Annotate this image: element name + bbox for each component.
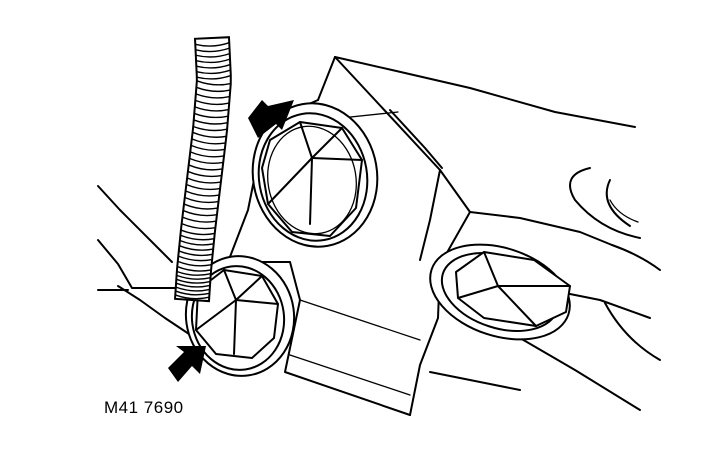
lower-bolt — [184, 255, 296, 377]
harness-rib — [180, 229, 215, 236]
harness-rib — [196, 80, 231, 86]
harness-rib — [179, 245, 214, 251]
figure-reference-code: M41 7690 — [104, 398, 184, 417]
harness-rib — [186, 183, 221, 191]
harness-rib — [175, 282, 211, 288]
harness-rib — [177, 260, 212, 267]
harness-rib — [175, 286, 210, 292]
harness-rib — [188, 164, 223, 171]
harness-rib — [182, 216, 217, 223]
harness-rib — [189, 151, 225, 158]
harness-rib — [180, 234, 215, 241]
harness-rib — [193, 119, 228, 125]
harness-rib — [194, 112, 229, 119]
harness-rib — [195, 93, 230, 99]
harness-rib — [181, 222, 216, 230]
harness-rib — [196, 69, 231, 75]
harness-rib — [196, 86, 231, 93]
harness-rib — [178, 250, 213, 257]
harness-rib — [177, 265, 212, 272]
harness-rib — [184, 196, 219, 204]
harness-rib — [178, 255, 213, 262]
harness-rib — [195, 99, 230, 106]
harness-rib — [195, 58, 231, 64]
upper-bolt — [251, 102, 379, 248]
harness-rib — [175, 290, 210, 296]
harness-rib — [196, 74, 232, 80]
harness-rib — [194, 106, 229, 112]
harness-rib — [176, 278, 211, 284]
harness-rib — [195, 52, 230, 58]
harness-rib — [192, 131, 227, 138]
harness-rib — [185, 190, 220, 197]
right-bolt — [429, 243, 571, 341]
harness-rib — [196, 63, 231, 69]
left-bracket — [97, 185, 193, 337]
harness-rib — [192, 125, 228, 132]
harness-rib — [183, 203, 218, 210]
harness-rib — [190, 144, 225, 151]
harness-rib — [176, 270, 211, 276]
harness-rib — [195, 47, 230, 53]
arrow-lower-bolt — [168, 346, 206, 382]
harness-rib — [189, 157, 224, 165]
harness-rib — [187, 170, 222, 178]
harness-rib — [191, 138, 226, 145]
harness-rib — [195, 42, 230, 47]
harness-rib — [182, 209, 218, 217]
corrugated-harness — [173, 36, 232, 303]
harness-rib — [176, 274, 211, 280]
harness-rib — [175, 294, 210, 300]
harness-rib — [186, 177, 222, 184]
harness-rib — [179, 239, 214, 246]
arrow-upper-bolt — [248, 100, 294, 138]
callout-arrows — [168, 100, 294, 382]
